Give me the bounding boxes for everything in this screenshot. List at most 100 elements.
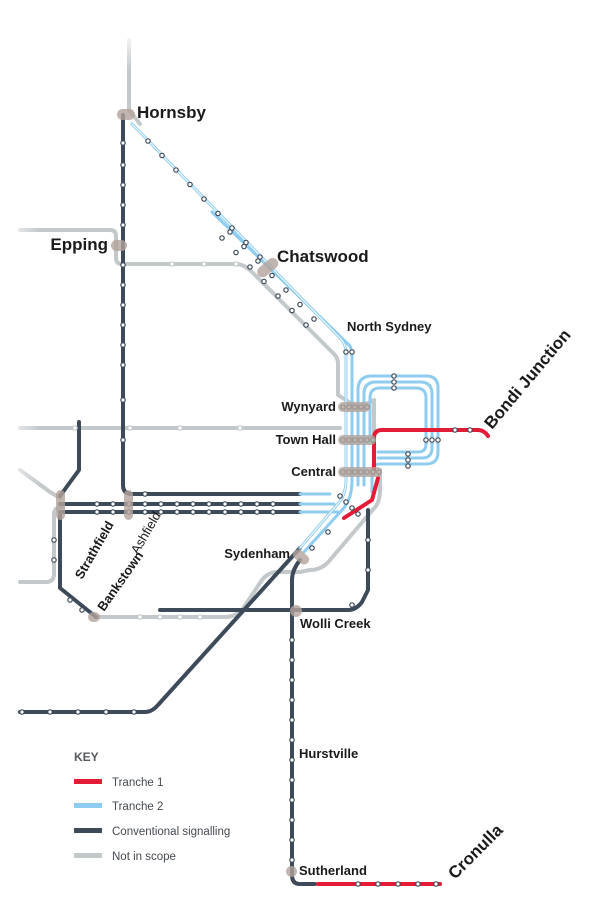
stop-dot [201,196,207,202]
stop-dot [254,509,260,515]
key-item-not-in-scope: Not in scope [74,851,176,863]
stop-dot [94,501,100,507]
halo-strathfield-2 [124,490,133,520]
halo-sydenham [292,549,310,565]
stop-dot [349,602,355,608]
stop-dot [269,272,275,279]
stop-dot [289,817,295,823]
stop-dot [120,302,126,308]
key-swatch-tranche-1 [74,779,102,784]
stop-dot [51,537,57,543]
stop-dot [391,385,397,391]
stop-dot [173,167,179,173]
stop-dot [275,293,281,299]
label-epping: Epping [50,235,108,254]
stop-dot [289,637,295,643]
stop-dot [177,425,183,431]
stop-dot [120,282,126,288]
stop-dot [405,451,411,457]
stop-dot [227,229,233,235]
halo-town-hall [338,435,376,445]
stop-dot [365,537,371,543]
stop-dot [289,777,295,783]
label-hornsby: Hornsby [137,103,207,122]
label-central: Central [291,464,336,479]
stop-dot [110,509,116,515]
stop-dot [67,597,73,603]
stop-dot [142,509,148,515]
halo-bankstown [88,612,100,622]
stop-dot [142,491,148,497]
stop-dot [233,261,239,267]
stop-dot [391,373,397,379]
stop-dot [120,162,126,168]
stop-dot [120,140,126,146]
lines-conventional [18,113,370,886]
stop-dot [289,677,295,683]
stop-dot [103,709,109,715]
stop-dot [120,342,126,348]
stop-dot [452,427,458,433]
stop-dot [375,881,381,887]
line-dark-hornsby-strathfield [121,113,302,496]
stop-dot [289,757,295,763]
key-title: KEY [74,750,99,764]
line-dark-richmond [58,420,81,498]
label-cronulla: Cronulla [444,820,507,883]
stop-dot [289,737,295,743]
line-red-central-south [342,476,380,520]
stop-dot [241,243,247,250]
stop-dot [297,301,303,308]
label-bondi-junction: Bondi Junction [481,326,575,433]
stop-dot [206,509,212,515]
stop-dot [261,278,267,285]
stop-dot [238,509,244,515]
stop-dot [120,397,126,403]
stop-dot [233,249,239,256]
line-blue-loop-mid [362,380,434,487]
halo-strathfield [56,490,65,520]
stop-dot [355,511,361,517]
stop-dot [349,505,355,511]
stop-dot [169,261,175,267]
line-dark-west-south [18,546,302,714]
stop-dot [289,837,295,843]
key-label-conventional: Conventional signalling [112,826,230,838]
key-label-tranche-1: Tranche 1 [112,777,163,789]
stop-dot [247,264,253,270]
stop-dot [303,322,309,328]
key-swatch-tranche-2 [74,803,102,808]
stop-dot [255,258,261,264]
line-blue-north-shore-2 [210,210,354,554]
stop-dot [270,509,276,515]
label-sutherland: Sutherland [299,863,367,878]
stop-dot [435,437,441,443]
stop-dot [355,881,361,887]
stop-dot [215,210,221,217]
label-hurstville: Hurstville [299,746,358,761]
stop-dot [157,614,163,620]
stop-dot [51,557,57,563]
stop-dot [289,717,295,723]
stop-dot [120,262,126,268]
stop-dot [159,152,165,159]
stop-dot [131,709,137,715]
halo-epping [111,240,127,251]
key-item-conventional: Conventional signalling [74,826,230,838]
stop-dot [158,509,164,515]
stop-dot [145,138,151,144]
stop-dot [72,425,78,431]
label-town-hall: Town Hall [276,432,336,447]
stop-dot [137,614,143,620]
stop-dot [395,881,401,887]
stop-dot [309,545,315,551]
stop-dot [142,501,148,507]
stop-dot [337,493,343,499]
stop-dot [423,437,429,443]
interchange-halos [56,109,382,877]
stop-dot [206,501,212,507]
stop-dot [222,501,228,507]
line-dark-bankstown [58,513,98,619]
label-chatswood: Chatswood [277,247,369,266]
stop-dot [120,362,126,368]
